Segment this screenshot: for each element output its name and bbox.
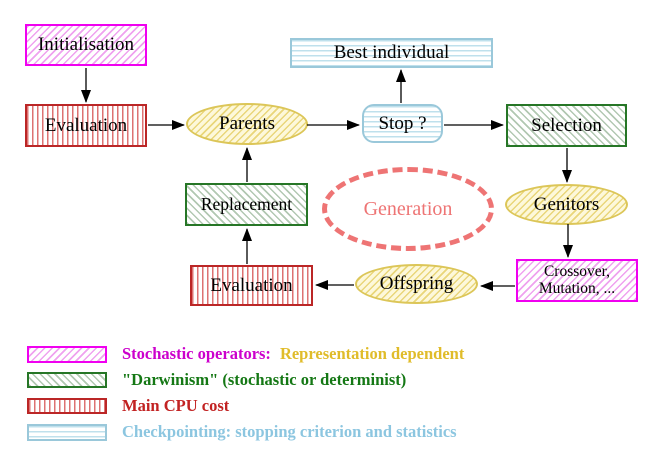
node-best-individual: Best individual (290, 38, 493, 68)
node-replacement: Replacement (185, 183, 308, 226)
node-crossover-mutation-line1: Crossover, (543, 263, 611, 281)
node-offspring: Offspring (355, 264, 478, 304)
legend-swatch-cyan-horizontal-stripes (27, 424, 107, 441)
legend-swatch-green-diagonal-hatch (27, 372, 107, 388)
legend-row-stochastic-operators: Stochastic operators: Representation depe… (122, 344, 464, 364)
node-evaluation-top: Evaluation (25, 104, 147, 147)
legend-row-checkpointing: Checkpointing: stopping criterion and st… (122, 422, 457, 442)
legend-label-checkpointing: Checkpointing: stopping criterion and st… (122, 422, 457, 441)
node-selection: Selection (506, 104, 627, 147)
node-stop: Stop ? (362, 104, 443, 143)
node-evaluation-bottom: Evaluation (190, 265, 313, 306)
generation-cycle-ellipse: Generation (322, 167, 494, 251)
legend-label-stochastic-operators: Stochastic operators: (122, 344, 271, 363)
node-crossover-mutation-line2: Mutation, ... (538, 279, 616, 297)
node-genitors: Genitors (505, 184, 628, 225)
legend-swatch-red-vertical-stripes (27, 398, 107, 414)
legend-label-main-cpu-cost: Main CPU cost (122, 396, 230, 415)
node-parents: Parents (186, 103, 308, 145)
legend-row-main-cpu-cost: Main CPU cost (122, 396, 229, 416)
legend-row-darwinism: "Darwinism" (stochastic or determinist) (122, 370, 406, 390)
legend-swatch-magenta-diagonal-hatch (27, 346, 107, 363)
legend-label-representation-dependent: Representation dependent (279, 344, 465, 363)
legend-label-darwinism: "Darwinism" (stochastic or determinist) (122, 370, 407, 389)
node-crossover-mutation: Crossover, Mutation, ... (516, 259, 638, 302)
node-initialisation: Initialisation (25, 24, 147, 66)
